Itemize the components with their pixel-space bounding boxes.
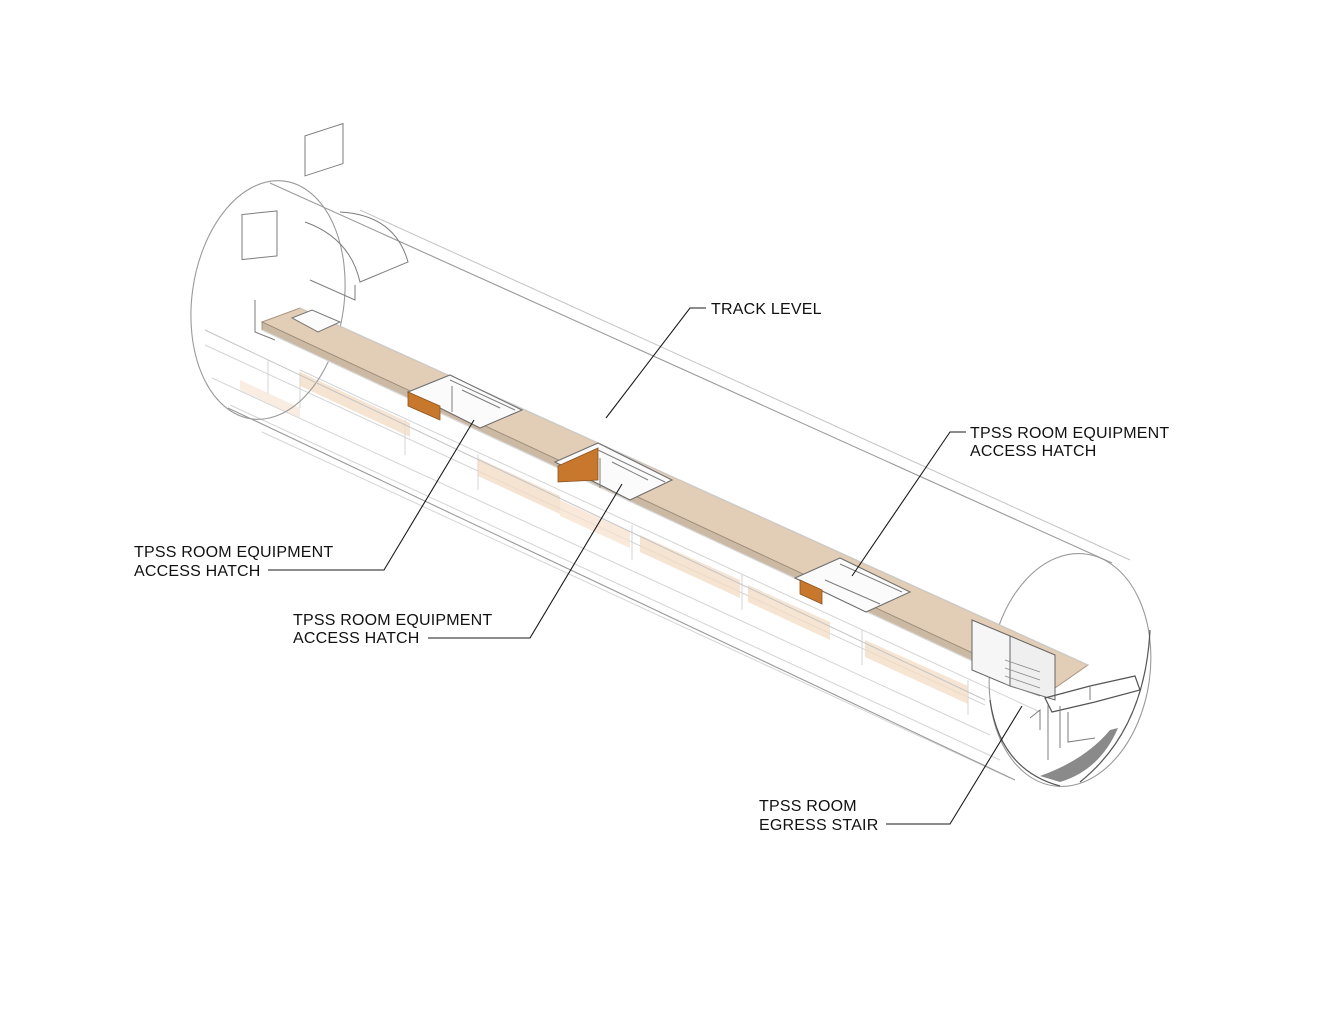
left-headwall bbox=[241, 122, 409, 341]
label-egress-stair-line1: TPSS ROOM bbox=[759, 798, 857, 815]
label-egress-stair-line2: EGRESS STAIR bbox=[759, 817, 878, 834]
leader-hatch-center bbox=[428, 483, 623, 639]
egress-stair bbox=[971, 619, 1141, 760]
label-hatch-center-line2: ACCESS HATCH bbox=[293, 630, 420, 647]
leader-hatch-left bbox=[268, 419, 475, 571]
leader-track-level bbox=[605, 307, 706, 419]
tunnel-right-end-shading bbox=[1040, 728, 1118, 782]
label-hatch-left-line2: ACCESS HATCH bbox=[134, 563, 261, 580]
leader-hatch-right bbox=[851, 431, 966, 577]
leader-egress-stair bbox=[886, 705, 1023, 825]
lower-level-ghost-structure bbox=[204, 344, 1041, 779]
lower-level-floor-glow bbox=[240, 372, 968, 704]
tunnel-tube bbox=[190, 180, 1152, 787]
access-hatch-3 bbox=[793, 557, 912, 613]
tunnel-top-edge bbox=[269, 182, 1113, 564]
label-track-level: TRACK LEVEL bbox=[711, 301, 822, 318]
slab-opening-left-corner bbox=[290, 309, 342, 333]
access-hatch-2 bbox=[553, 442, 674, 501]
access-hatch-1 bbox=[406, 374, 524, 429]
tunnel-bottom-edge bbox=[227, 407, 1016, 781]
label-hatch-right-line2: ACCESS HATCH bbox=[970, 443, 1097, 460]
label-hatch-left-line1: TPSS ROOM EQUIPMENT bbox=[134, 544, 333, 561]
leader-lines bbox=[268, 307, 1023, 825]
label-hatch-center-line1: TPSS ROOM EQUIPMENT bbox=[293, 612, 492, 629]
label-hatch-right-line1: TPSS ROOM EQUIPMENT bbox=[970, 425, 1169, 442]
callout-labels: TRACK LEVEL TPSS ROOM EQUIPMENT ACCESS H… bbox=[134, 301, 1169, 834]
